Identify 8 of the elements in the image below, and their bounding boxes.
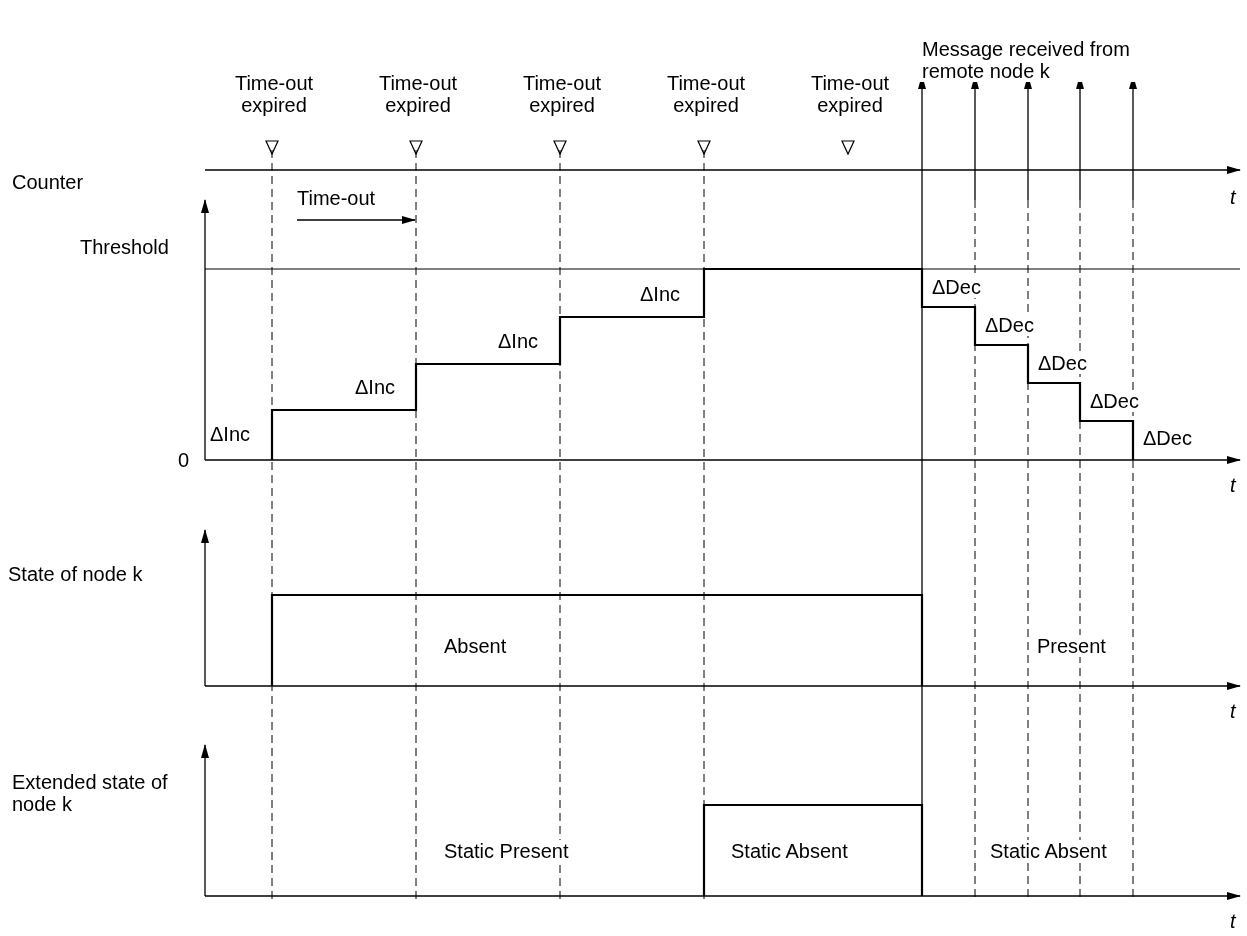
step-label: ΔDec <box>930 276 983 298</box>
state-label: Present <box>1035 635 1108 657</box>
axis-label: t <box>1229 700 1237 722</box>
axis-label: t <box>1229 910 1237 932</box>
axis-label: t <box>1229 186 1237 208</box>
state-label: Static Present <box>442 840 571 862</box>
axis-label: t <box>1229 474 1237 496</box>
step-label: ΔDec <box>983 314 1036 336</box>
